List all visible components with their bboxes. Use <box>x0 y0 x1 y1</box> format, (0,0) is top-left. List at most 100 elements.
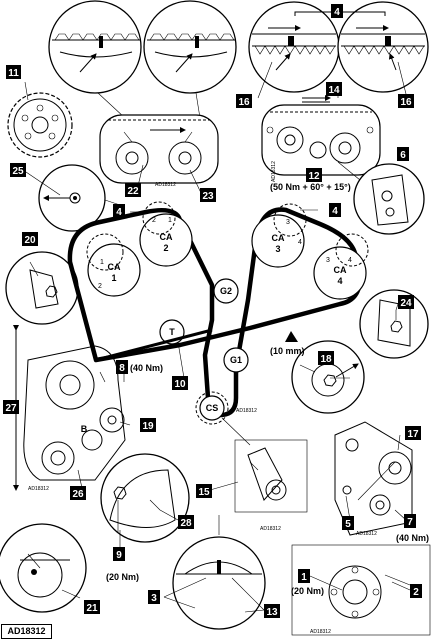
svg-text:14: 14 <box>328 85 340 96</box>
svg-text:4: 4 <box>116 207 122 218</box>
belt-deflection-marker <box>285 331 298 342</box>
engine-front-left-view <box>23 328 213 481</box>
svg-text:11: 11 <box>8 68 19 79</box>
callout-5: 5 <box>342 516 354 530</box>
zoom-belt-alignment-right <box>337 1 429 93</box>
ref-code-3: AD18312 <box>236 408 257 414</box>
callout-2: 2 <box>410 584 422 598</box>
svg-text:24: 24 <box>400 298 412 309</box>
svg-text:16: 16 <box>400 97 412 108</box>
torque-spec-12: (50 Nm + 60° + 15°) <box>270 182 351 192</box>
svg-text:12: 12 <box>308 171 320 182</box>
svg-text:7: 7 <box>407 517 413 528</box>
tensioner-bracket-detail <box>337 161 425 235</box>
callout-16-left: 16 <box>236 94 252 108</box>
timing-mark-3b: 3 <box>326 257 330 264</box>
callout-15: 15 <box>196 484 212 498</box>
camshaft-pulley-3 <box>251 203 307 268</box>
callout-10: 10 <box>172 376 188 390</box>
callout-18: 18 <box>318 351 334 365</box>
zoom-belt-alignment-left <box>248 1 340 93</box>
svg-text:26: 26 <box>72 489 84 500</box>
camshaft-pulley-4 <box>313 233 369 300</box>
cylinder-head-left-view <box>99 114 219 184</box>
pulley-label-ca3: CA <box>272 233 285 243</box>
svg-text:2: 2 <box>413 587 419 598</box>
ref-code-4: AD18312 <box>28 486 49 492</box>
callout-26: 26 <box>70 486 86 500</box>
svg-text:27: 27 <box>5 403 17 414</box>
crankshaft-timing-mark-detail <box>0 523 87 613</box>
oil-pump-bolt-detail <box>100 453 190 543</box>
idler-pulley-g2 <box>213 278 239 304</box>
callout-23: 23 <box>200 188 216 202</box>
callout-27: 27 <box>3 400 19 414</box>
svg-text:19: 19 <box>142 421 154 432</box>
timing-mark-1: 1 <box>100 259 104 266</box>
pulley-number-ca3: 3 <box>275 244 280 254</box>
camshaft-pulley-2 <box>139 201 193 267</box>
svg-text:4: 4 <box>332 206 338 217</box>
timing-mark-2b: 2 <box>152 217 156 224</box>
callout-3: 3 <box>148 590 160 604</box>
ref-code-5: AD18312 <box>260 526 281 532</box>
callout-14: 14 <box>326 82 342 96</box>
timing-mark-1b: 1 <box>168 217 172 224</box>
timing-mark-3: 3 <box>286 219 290 226</box>
ref-code-7: AD18312 <box>310 629 331 635</box>
svg-text:1: 1 <box>301 572 307 583</box>
pulley-number-ca4: 4 <box>337 276 342 286</box>
callout-4-left: 4 <box>113 204 125 218</box>
callout-12: 12 <box>306 168 322 182</box>
svg-text:5: 5 <box>345 519 351 530</box>
torque-spec-7: (40 Nm) <box>396 533 429 543</box>
camshaft-pulley-1 <box>86 233 141 297</box>
pulley-number-ca2: 2 <box>163 243 168 253</box>
pulley-label-ca1: CA <box>108 262 121 272</box>
callout-22: 22 <box>125 183 141 197</box>
auxiliary-bolt-detail <box>5 251 79 325</box>
svg-text:18: 18 <box>320 354 332 365</box>
callout-24: 24 <box>398 295 414 309</box>
ref-code-6: AD18312 <box>356 531 377 537</box>
callout-4-right: 4 <box>329 203 341 217</box>
callout-7: 7 <box>404 514 416 528</box>
torque-spec-1: (20 Nm) <box>291 586 324 596</box>
pulley-label-t: T <box>169 327 175 337</box>
svg-text:6: 6 <box>400 150 406 161</box>
timing-mark-2: 2 <box>98 283 102 290</box>
ref-code-2: AD18312 <box>271 161 277 182</box>
ref-code-1: AD18312 <box>155 182 176 188</box>
svg-text:17: 17 <box>407 429 419 440</box>
pulley-label-ca4: CA <box>334 265 347 275</box>
pulley-label-g1: G1 <box>230 355 242 365</box>
svg-text:10: 10 <box>174 379 186 390</box>
camshaft-nut-detail <box>359 289 429 359</box>
cylinder-head-right-view <box>261 95 381 176</box>
svg-text:9: 9 <box>116 550 122 561</box>
svg-text:16: 16 <box>238 97 250 108</box>
callout-4-top: 4 <box>331 4 343 18</box>
callout-8: 8 <box>116 360 128 374</box>
torque-spec-8: (40 Nm) <box>130 363 163 373</box>
crankshaft-pulley-cs <box>199 395 225 421</box>
svg-text:8: 8 <box>119 363 125 374</box>
svg-text:23: 23 <box>202 191 214 202</box>
callout-1: 1 <box>298 569 310 583</box>
zoom-camshaft-marks-right <box>143 0 237 94</box>
pulley-number-ca1: 1 <box>111 273 116 283</box>
svg-text:20: 20 <box>24 235 36 246</box>
timing-mark-4: 4 <box>298 239 302 246</box>
tensioner-adjustment-view <box>221 417 308 513</box>
svg-text:13: 13 <box>266 607 278 618</box>
crankshaft-sprocket-detail <box>172 515 266 630</box>
idler-pulley-g1 <box>223 347 249 373</box>
svg-text:15: 15 <box>198 487 210 498</box>
callout-20: 20 <box>22 232 38 246</box>
callout-6: 6 <box>397 147 409 161</box>
crankshaft-pulley-bolts-view <box>291 544 431 636</box>
torque-spec-9: (20 Nm) <box>106 572 139 582</box>
callout-21: 21 <box>84 600 100 614</box>
pulley-label-cs: CS <box>206 403 219 413</box>
